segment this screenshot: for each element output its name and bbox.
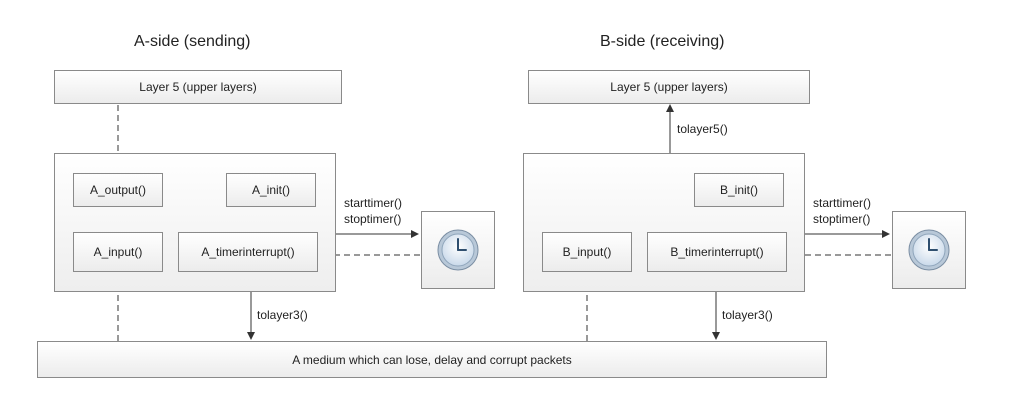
a-timer-box: [421, 211, 495, 289]
b-layer5-box: Layer 5 (upper layers): [528, 70, 810, 104]
a-init-box: A_init(): [226, 173, 316, 207]
a-timerinterrupt-box: A_timerinterrupt(): [178, 232, 318, 272]
b-starttimer-label: starttimer(): [813, 196, 871, 210]
a-input-box: A_input(): [73, 232, 163, 272]
a-layer5-box: Layer 5 (upper layers): [54, 70, 342, 104]
a-stoptimer-label: stoptimer(): [344, 212, 402, 226]
a-tolayer3-label: tolayer3(): [257, 308, 308, 322]
clock-icon: [437, 229, 479, 271]
b-side-heading: B-side (receiving): [600, 33, 725, 50]
b-input-box: B_input(): [542, 232, 632, 272]
b-timer-box: [892, 211, 966, 289]
clock-icon: [908, 229, 950, 271]
b-tolayer5-label: tolayer5(): [677, 122, 728, 136]
b-tolayer3-label: tolayer3(): [722, 308, 773, 322]
b-stoptimer-label: stoptimer(): [813, 212, 871, 226]
b-timerinterrupt-box: B_timerinterrupt(): [647, 232, 787, 272]
a-output-box: A_output(): [73, 173, 163, 207]
medium-box: A medium which can lose, delay and corru…: [37, 341, 827, 378]
a-side-heading: A-side (sending): [134, 33, 251, 50]
b-init-box: B_init(): [694, 173, 784, 207]
a-starttimer-label: starttimer(): [344, 196, 402, 210]
